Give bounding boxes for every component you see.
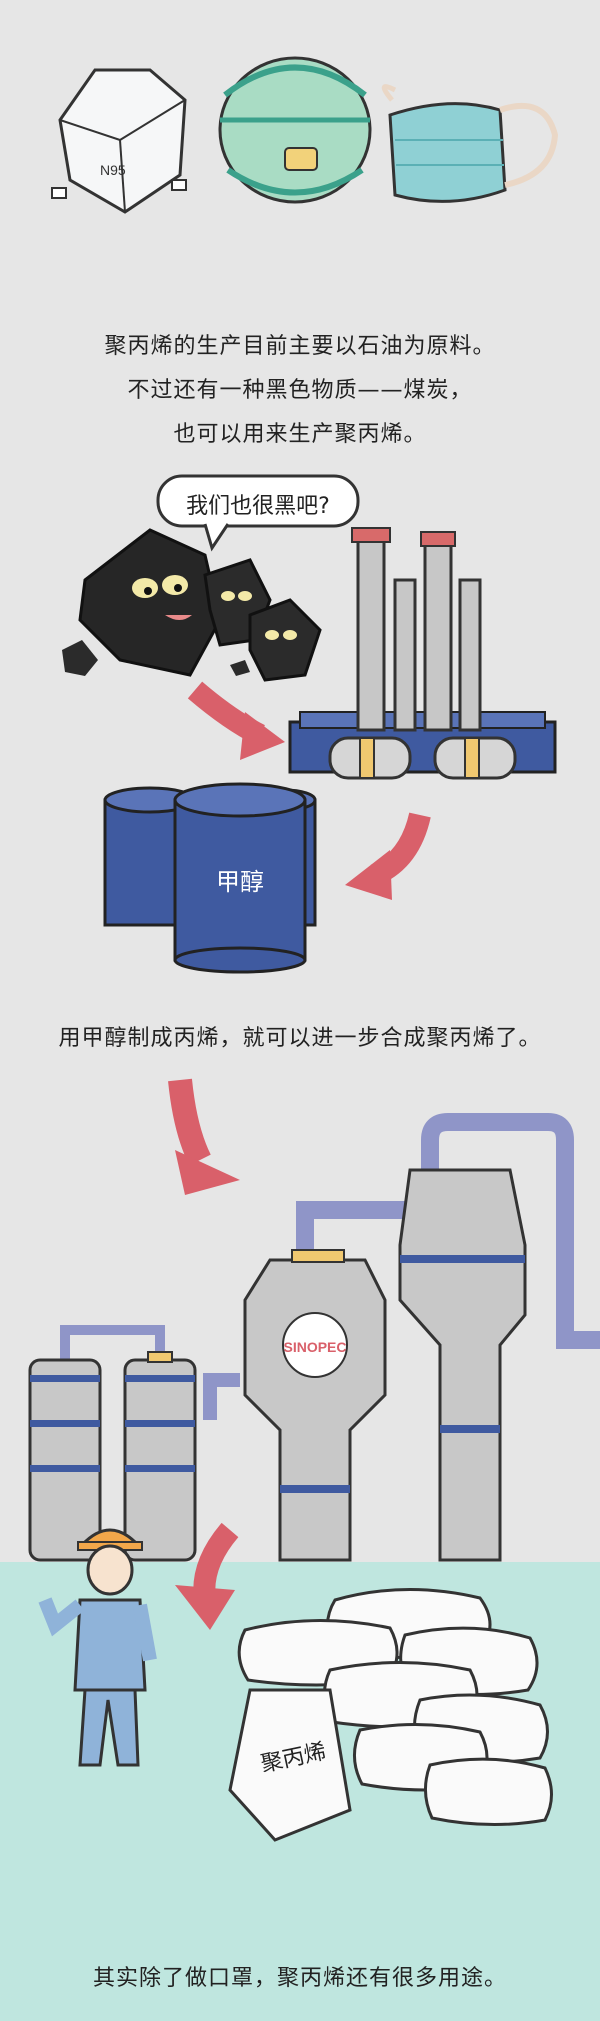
polypropylene-bags-icon (228, 1587, 553, 1842)
coal-characters-icon (62, 528, 322, 682)
intro-line-1: 聚丙烯的生产目前主要以石油为原料。 (104, 334, 496, 359)
sinopec-logo-icon: SINOPEC (283, 1339, 346, 1355)
speech-bubble-text: 我们也很黑吧? (186, 494, 330, 519)
methanol-text: 用甲醇制成丙烯，就可以进一步合成聚丙烯了。 (58, 1026, 542, 1051)
n95-mask-icon: N95 (51, 68, 187, 214)
closing-text: 其实除了做口罩，聚丙烯还有很多用途。 (92, 1966, 507, 1991)
n95-label: N95 (100, 162, 126, 178)
arrow-refinery-to-drum-icon (345, 812, 431, 900)
arrow-coal-to-refinery-icon (187, 681, 285, 760)
respirator-mask-icon (218, 56, 372, 204)
intro-line-2: 不过还有一种黑色物质——煤炭， (127, 378, 473, 403)
speech-bubble (156, 474, 360, 552)
intro-line-3: 也可以用来生产聚丙烯。 (173, 422, 427, 447)
worker-icon (38, 1528, 157, 1767)
chemical-plant-icon: SINOPEC (28, 1113, 600, 1562)
drum-label: 甲醇 (216, 868, 264, 896)
arrow-to-bags-icon (175, 1522, 239, 1630)
arrow-to-plant-icon (168, 1078, 240, 1195)
surgical-mask-icon (381, 84, 559, 203)
refinery-icon (288, 527, 557, 780)
methanol-drums-icon (103, 782, 317, 974)
